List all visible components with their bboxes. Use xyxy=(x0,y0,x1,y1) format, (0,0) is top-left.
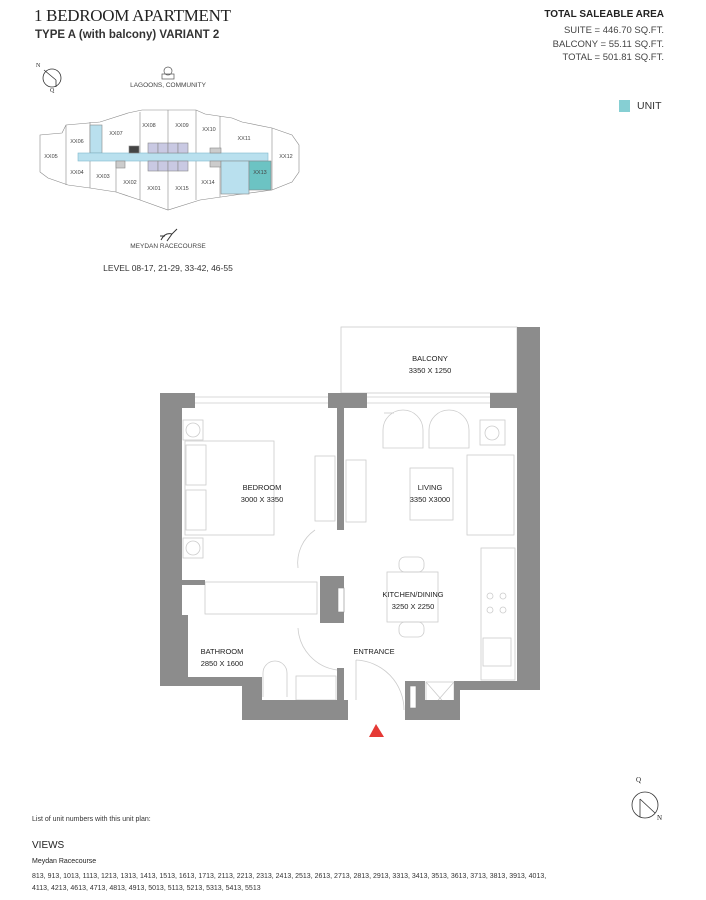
unit-label-xx04: XX04 xyxy=(70,170,84,176)
balcony-area: BALCONY = 55.11 SQ.FT. xyxy=(552,39,664,50)
unit-label-xx08: XX08 xyxy=(142,123,156,129)
compass-top-icon xyxy=(42,68,62,88)
page-title: 1 BEDROOM APARTMENT xyxy=(34,6,231,25)
views-heading: VIEWS xyxy=(32,840,65,851)
racecourse-label: MEYDAN RACECOURSE xyxy=(130,243,206,250)
unit-legend-label: UNIT xyxy=(637,100,662,112)
unit-label-xx10: XX10 xyxy=(202,127,216,133)
unit-label-xx13: XX13 xyxy=(253,170,267,176)
unit-label-xx05: XX05 xyxy=(44,154,58,160)
compass-top-q: Q xyxy=(50,88,55,94)
key-plan xyxy=(39,109,300,211)
unit-list-label: List of unit numbers with this unit plan… xyxy=(32,816,151,823)
view-unit-numbers: 813, 913, 1013, 1113, 1213, 1313, 1413, … xyxy=(32,873,547,892)
unit-label-xx01: XX01 xyxy=(147,186,161,192)
area-heading: TOTAL SALEABLE AREA xyxy=(544,9,664,20)
lagoon-icon xyxy=(161,66,175,80)
unit-label-xx09: XX09 xyxy=(175,123,189,129)
racecourse-horse-icon xyxy=(160,228,178,242)
lagoons-label: LAGOONS, COMMUNITY xyxy=(130,82,206,89)
unit-label-xx11: XX11 xyxy=(237,136,251,142)
unit-legend-swatch xyxy=(619,100,630,112)
entrance-marker-icon xyxy=(369,724,384,737)
view-name: Meydan Racecourse xyxy=(32,858,97,865)
unit-label-xx03: XX03 xyxy=(96,174,110,180)
unit-label-xx06: XX06 xyxy=(70,139,84,145)
compass-bottom-n: N xyxy=(657,814,663,822)
compass-bottom-icon xyxy=(631,791,659,819)
compass-top-n: N xyxy=(36,63,41,69)
unit-label-xx07: XX07 xyxy=(109,131,123,137)
suite-area: SUITE = 446.70 SQ.FT. xyxy=(563,25,664,36)
total-area: TOTAL = 501.81 SQ.FT. xyxy=(562,52,664,63)
unit-label-xx15: XX15 xyxy=(175,186,189,192)
unit-label-xx02: XX02 xyxy=(123,180,137,186)
floor-plan xyxy=(160,326,540,737)
unit-label-xx12: XX12 xyxy=(279,154,293,160)
compass-bottom-q: Q xyxy=(636,776,642,784)
room-entrance: ENTRANCE xyxy=(353,647,395,656)
page-subtitle: TYPE A (with balcony) VARIANT 2 xyxy=(35,29,220,41)
level-label: LEVEL 08-17, 21-29, 33-42, 46-55 xyxy=(103,263,233,273)
unit-label-xx14: XX14 xyxy=(201,180,215,186)
